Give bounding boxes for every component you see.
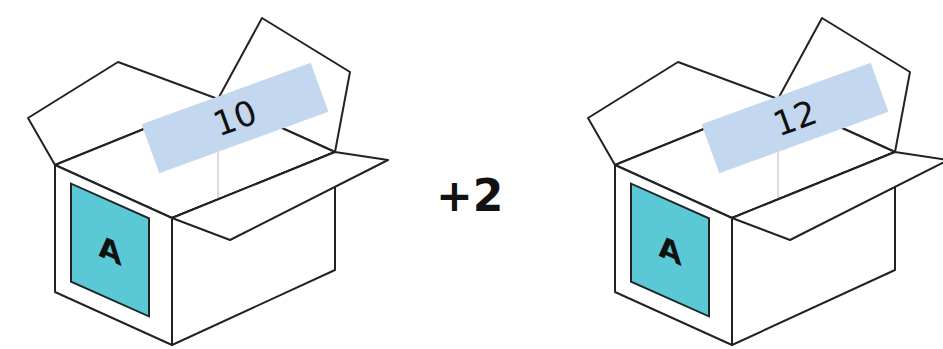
card-number: 10 (208, 92, 262, 144)
cardboard-box (588, 18, 943, 345)
box-letter: A (98, 227, 121, 272)
cardboard-box (28, 18, 388, 345)
operation-label: +2 (436, 170, 503, 221)
card-number: 12 (768, 92, 822, 144)
box-letter: A (658, 227, 681, 272)
